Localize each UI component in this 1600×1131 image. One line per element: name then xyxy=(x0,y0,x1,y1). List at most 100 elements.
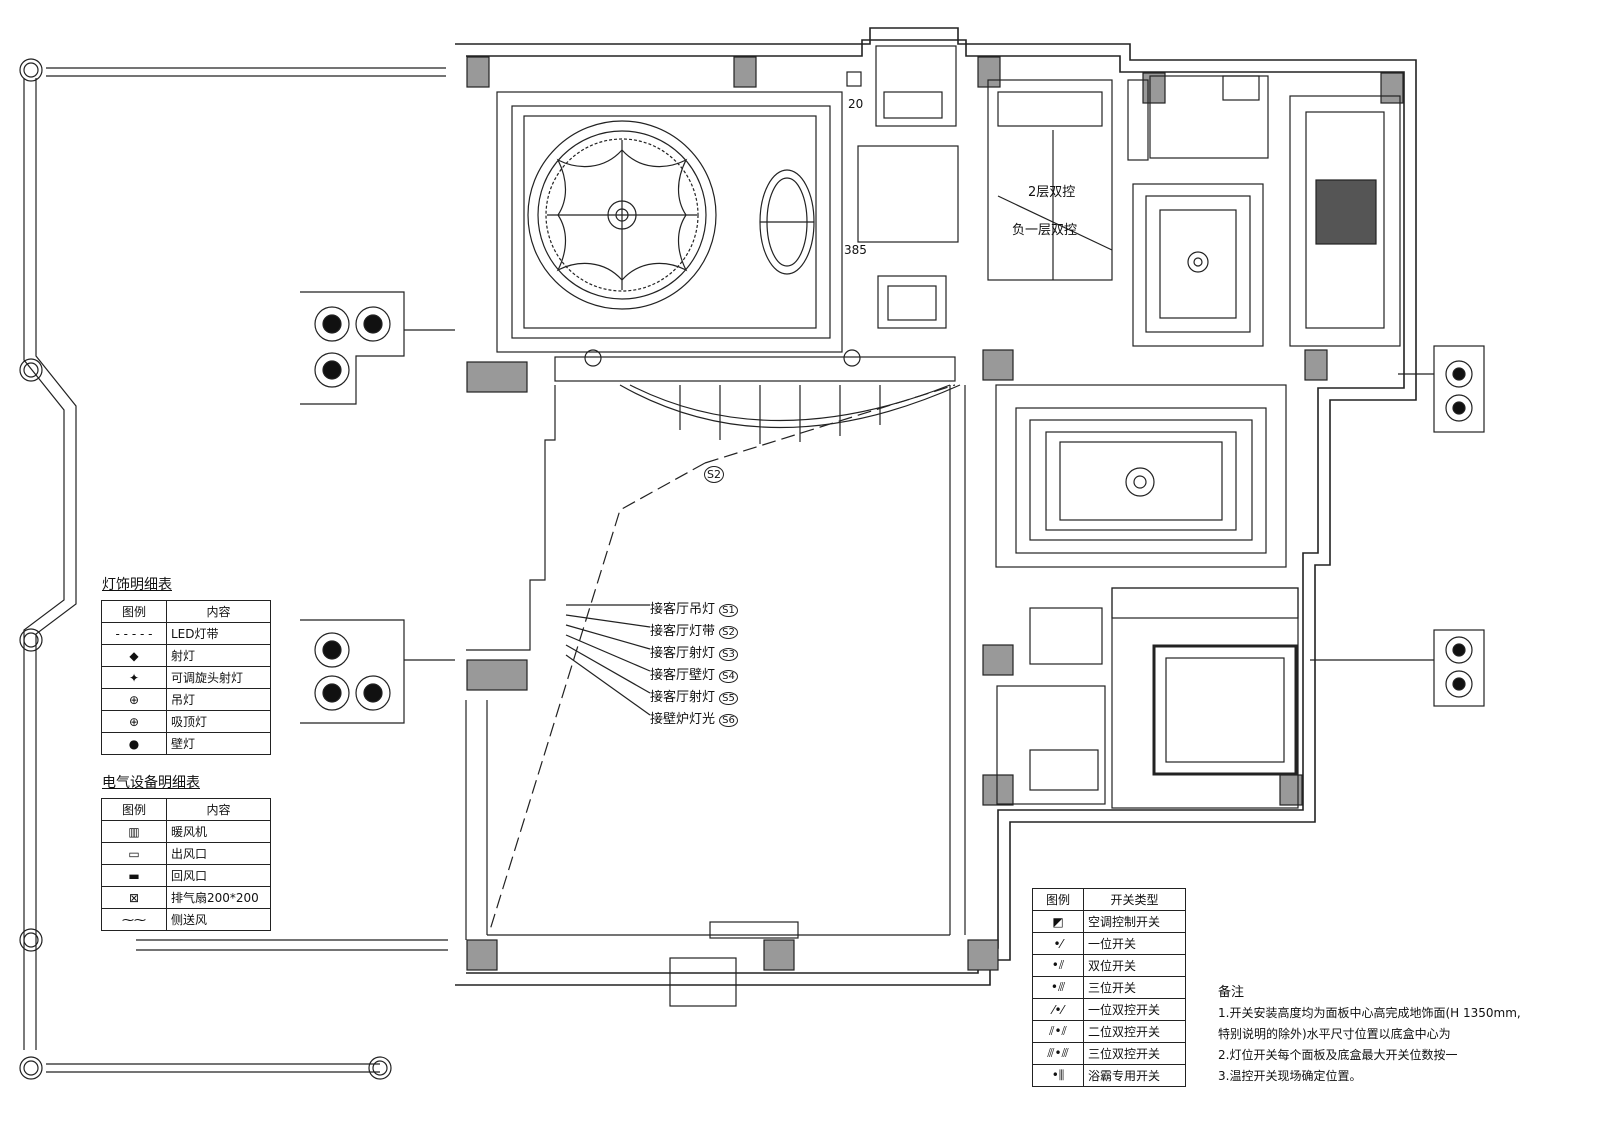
circuit-label: 接客厅灯带 xyxy=(650,624,716,639)
label-stair-2f: 2层双控 xyxy=(1028,185,1076,200)
switch-table: 图例开关类型 ◩空调控制开关 •⁄一位开关 •⫽双位开关 •⫻三位开关 ⁄•⁄一… xyxy=(1032,888,1186,1087)
note-line: 3.温控开关现场确定位置。 xyxy=(1218,1069,1362,1083)
ac-switch-icon: ◩ xyxy=(1052,914,1064,929)
equipment-table-title: 电气设备明细表 xyxy=(102,775,200,791)
circuit-item: 接客厅吊灯 S1 xyxy=(650,598,738,620)
wall-lamp-icon: ● xyxy=(128,736,140,751)
circuit-code: S6 xyxy=(719,714,738,727)
switch-table-header-type: 开关类型 xyxy=(1083,888,1186,911)
circuit-tag: S2 xyxy=(704,466,724,483)
notes-block: 备注 1.开关安装高度均为面板中心高完成地饰面(H 1350mm, 特别说明的除… xyxy=(1218,982,1521,1087)
outer-walls xyxy=(455,27,1417,986)
circuit-code: S4 xyxy=(719,670,738,683)
table-row: ● 壁灯 xyxy=(101,732,271,755)
right-rooms xyxy=(1127,75,1401,347)
lower-right-rooms xyxy=(996,587,1299,809)
table-row: ◩空调控制开关 xyxy=(1032,910,1186,933)
row-label: 暖风机 xyxy=(166,820,271,843)
table-row: ⁓⁓侧送风 xyxy=(101,908,271,931)
circuit-code: S3 xyxy=(719,648,738,661)
row-label: 可调旋头射灯 xyxy=(166,666,271,689)
lamp-table-header-symbol: 图例 xyxy=(101,600,167,623)
table-row: ⫻•⫻ 三位双控开关 xyxy=(1032,1042,1186,1065)
bath-heater-switch-icon: •⫼ xyxy=(1051,1068,1065,1082)
circuit-code: S5 xyxy=(719,692,738,705)
notes-title: 备注 xyxy=(1218,985,1245,1000)
circuit-label: 接客厅射灯 xyxy=(650,690,716,705)
exhaust-fan-icon: ⊠ xyxy=(128,890,140,905)
circuit-callouts: 接客厅吊灯 S1 接客厅灯带 S2 接客厅射灯 S3 接客厅壁灯 S4 接客厅射… xyxy=(650,598,738,730)
circuit-label: 接客厅壁灯 xyxy=(650,668,716,683)
table-row: ✦ 可调旋头射灯 xyxy=(101,666,271,689)
row-label: 二位双控开关 xyxy=(1083,1020,1186,1043)
terrace-railing xyxy=(19,58,448,1080)
table-row: •⁄一位开关 xyxy=(1032,932,1186,955)
table-row: ▥ 暖风机 xyxy=(101,820,271,843)
row-label: 吸顶灯 xyxy=(166,710,271,733)
ceiling-light-icon: ⊕ xyxy=(128,714,140,729)
lamp-table-title: 灯饰明细表 xyxy=(102,577,172,593)
circuit-item: 接壁炉灯光 S6 xyxy=(650,708,738,730)
table-row: - - - - -LED灯带 xyxy=(101,622,271,645)
fireplace xyxy=(554,349,961,444)
spotlight-icon: ◆ xyxy=(129,648,139,663)
dimension-385: 385 xyxy=(844,243,867,257)
circuit-code: S2 xyxy=(719,626,738,639)
table-row: •⫼ 浴霸专用开关 xyxy=(1032,1064,1186,1087)
row-label: 排气扇200*200 xyxy=(166,886,271,909)
led-strip-icon: - - - - - xyxy=(115,626,153,641)
row-label: 射灯 xyxy=(166,644,271,667)
equipment-table: 图例内容 ▥ 暖风机 ▭ 出风口 ▬ 回风口 ⊠ 排气扇200*200 ⁓⁓侧送风 xyxy=(101,798,271,931)
table-row: •⫻ 三位开关 xyxy=(1032,976,1186,999)
table-row: ◆ 射灯 xyxy=(101,644,271,667)
circuit-label: 接客厅吊灯 xyxy=(650,602,716,617)
table-row: •⫽双位开关 xyxy=(1032,954,1186,977)
table-row: ⊕ 吊灯 xyxy=(101,688,271,711)
table-row: ⁄•⁄ 一位双控开关 xyxy=(1032,998,1186,1021)
circuit-item: 接客厅壁灯 S4 xyxy=(650,664,738,686)
note-line: 2.灯位开关每个面板及底盒最大开关位数按一 xyxy=(1218,1048,1458,1062)
circuit-label: 接客厅射灯 xyxy=(650,646,716,661)
heater-fan-icon: ▥ xyxy=(128,824,140,839)
circuit-item: 接客厅灯带 S2 xyxy=(650,620,738,642)
row-label: 浴霸专用开关 xyxy=(1083,1064,1186,1087)
row-label: 壁灯 xyxy=(166,732,271,755)
table-row: ▬ 回风口 xyxy=(101,864,271,887)
pendant-light-icon: ⊕ xyxy=(128,692,140,707)
living-room-ceiling xyxy=(496,91,843,353)
row-label: 三位开关 xyxy=(1083,976,1186,999)
side-supply-icon: ⁓⁓ xyxy=(122,912,146,927)
row-label: 吊灯 xyxy=(166,688,271,711)
circuit-leaders xyxy=(565,604,651,716)
stair-area xyxy=(846,45,1113,329)
adjustable-spotlight-icon: ✦ xyxy=(128,670,140,685)
note-line: 1.开关安装高度均为面板中心高完成地饰面(H 1350mm, xyxy=(1218,1006,1521,1020)
triple-switch-icon: •⫻ xyxy=(1050,980,1066,994)
return-vent-icon: ▬ xyxy=(128,868,140,883)
table-row: ⊕ 吸顶灯 xyxy=(101,710,271,733)
label-stair-b1: 负一层双控 xyxy=(1012,223,1078,238)
row-label: 双位开关 xyxy=(1083,954,1186,977)
row-label: 回风口 xyxy=(166,864,271,887)
supply-vent-icon: ▭ xyxy=(128,846,140,861)
single-2way-switch-icon: ⁄•⁄ xyxy=(1052,1002,1064,1017)
note-line: 特别说明的除外)水平尺寸位置以底盒中心为 xyxy=(1218,1027,1451,1041)
equipment-table-header-symbol: 图例 xyxy=(101,798,167,821)
dining-ceiling xyxy=(995,384,1287,568)
row-label: 一位双控开关 xyxy=(1083,998,1186,1021)
lower-hall xyxy=(465,384,966,1007)
circuit-label: 接壁炉灯光 xyxy=(650,712,716,727)
table-row: ⊠ 排气扇200*200 xyxy=(101,886,271,909)
equipment-table-header-content: 内容 xyxy=(166,798,271,821)
triple-2way-switch-icon: ⫻•⫻ xyxy=(1047,1046,1069,1060)
circuit-code: S1 xyxy=(719,604,738,617)
circuit-item: 接客厅射灯 S3 xyxy=(650,642,738,664)
row-label: 出风口 xyxy=(166,842,271,865)
lamp-table-header-content: 内容 xyxy=(166,600,271,623)
row-label: 三位双控开关 xyxy=(1083,1042,1186,1065)
double-2way-switch-icon: ⫽•⫽ xyxy=(1049,1024,1067,1038)
table-row: ▭ 出风口 xyxy=(101,842,271,865)
table-row: ⫽•⫽ 二位双控开关 xyxy=(1032,1020,1186,1043)
lamp-table: 图例内容 - - - - -LED灯带 ◆ 射灯 ✦ 可调旋头射灯 ⊕ 吊灯 ⊕ 吸顶灯… xyxy=(101,600,271,755)
